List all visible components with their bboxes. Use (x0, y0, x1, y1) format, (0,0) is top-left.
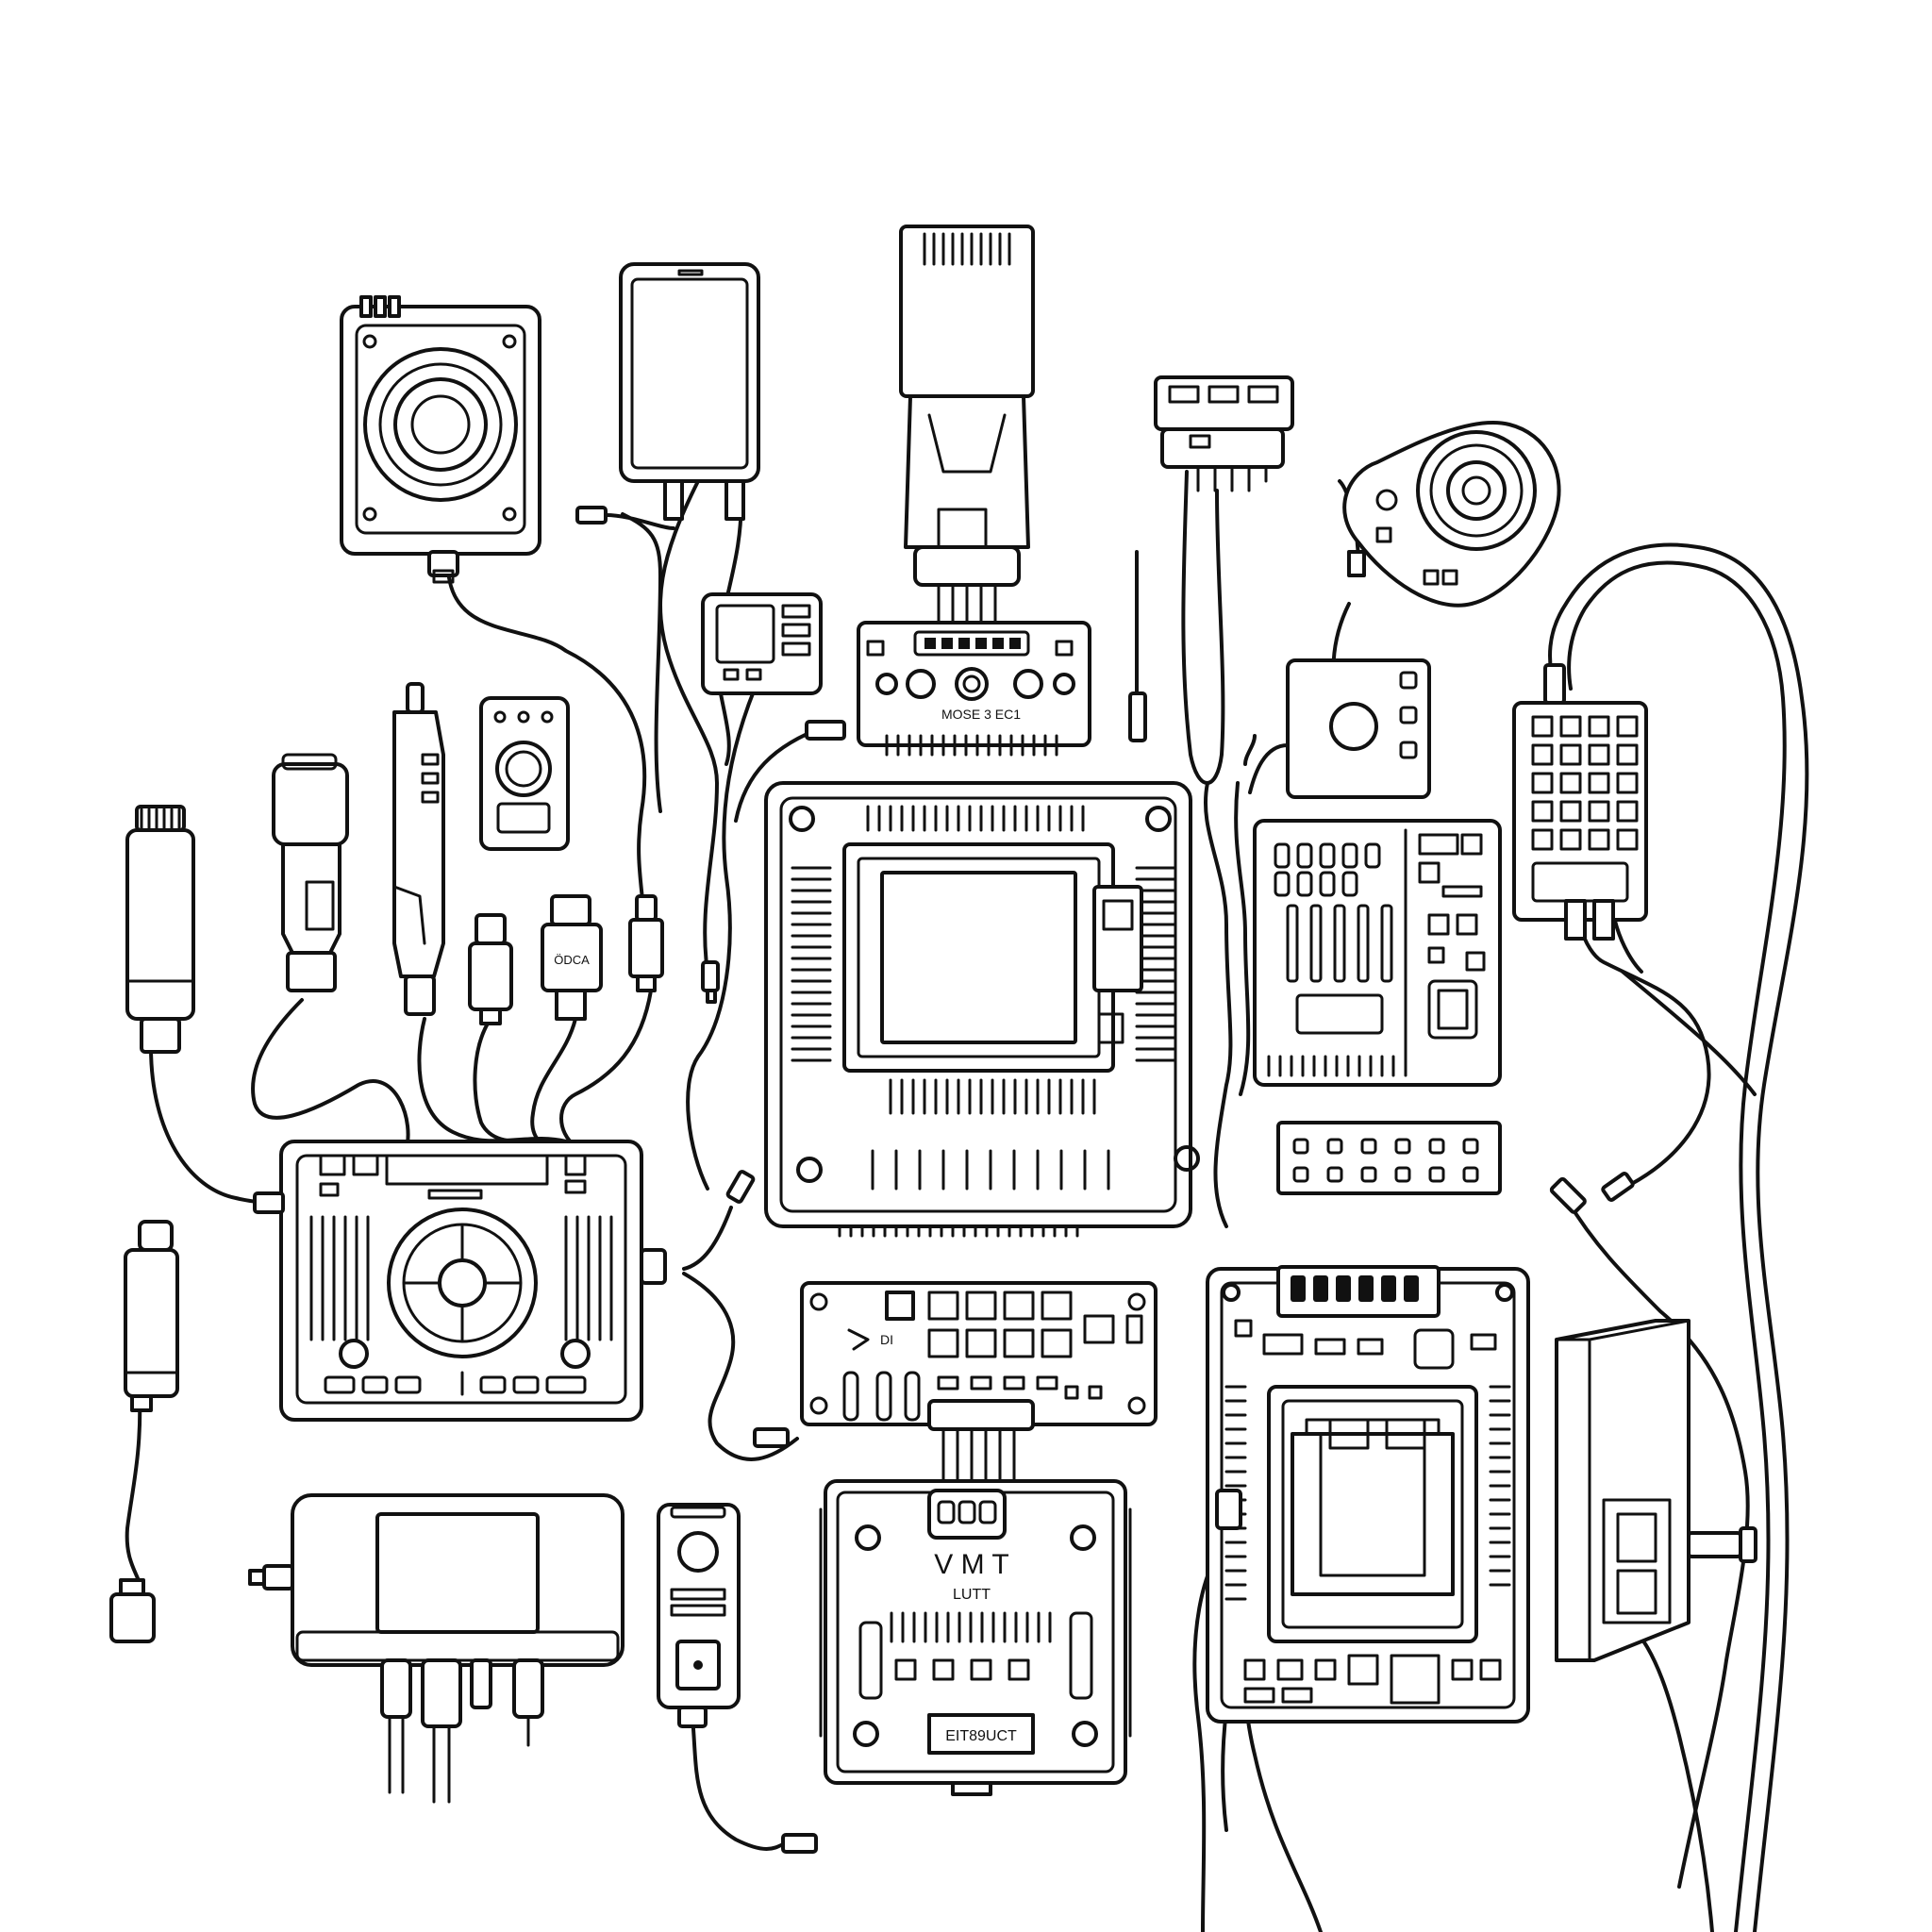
small-stick (109, 1220, 179, 1643)
usb-plug-a (468, 913, 513, 1025)
camera-module (340, 295, 541, 584)
lcd-meter (701, 592, 823, 695)
keypad-module (1512, 663, 1648, 941)
fan-control-unit (253, 1140, 667, 1422)
usb-plug-b: ÖDCA (541, 894, 603, 1021)
terminal-strip (1276, 1121, 1502, 1195)
controller-module (1253, 819, 1502, 1087)
usb-plug-c (628, 894, 664, 992)
round-camera-module (1342, 421, 1561, 608)
board-subtitle: LUTT (953, 1587, 991, 1603)
shield-board (1206, 1265, 1530, 1724)
main-processor-board (764, 781, 1200, 1238)
rotary-knob-module (479, 696, 570, 851)
development-board: V M T LUTT EIT89UCT (819, 1479, 1132, 1796)
pen-probe (392, 682, 445, 1016)
power-adapter (248, 1493, 625, 1804)
usb-plug-label: ÖDCA (554, 953, 590, 967)
battery-pack (1555, 1319, 1757, 1662)
wire-connector (1154, 375, 1294, 785)
breakout-small-label: DI (880, 1332, 893, 1347)
car-charger (272, 753, 349, 992)
terminal-board: MOSE 3 EC1 (805, 621, 1091, 757)
cable-end-connectors (701, 960, 1635, 1854)
display-module (1248, 658, 1431, 799)
board-title: V M T (934, 1549, 1008, 1580)
smartphone (575, 262, 760, 530)
ribbon-cable (927, 1399, 1035, 1483)
usb-stick-adapter (899, 225, 1035, 625)
button-module (657, 1503, 741, 1728)
breakout-board: DI (800, 1281, 1158, 1426)
sensor-stick (125, 805, 195, 1054)
antenna (1128, 550, 1147, 742)
board-chip-label: EIT89UCT (945, 1728, 1017, 1744)
terminal-board-label: MOSE 3 EC1 (941, 707, 1021, 722)
